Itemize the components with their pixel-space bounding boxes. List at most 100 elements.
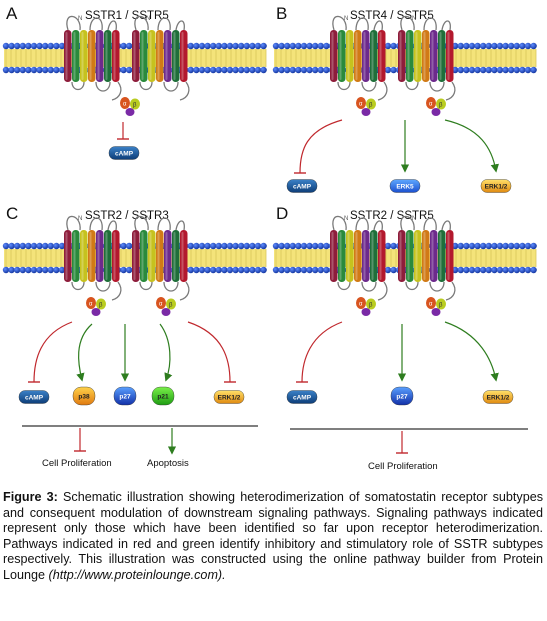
- transmembrane-helix: [378, 30, 386, 82]
- transmembrane-helix: [438, 230, 446, 282]
- transmembrane-helix: [370, 30, 378, 82]
- transmembrane-helix: [164, 30, 172, 82]
- transmembrane-helix: [80, 230, 88, 282]
- panel-letter: C: [6, 204, 18, 223]
- g-gamma-subunit: [361, 108, 371, 116]
- g-alpha-subunit: [426, 97, 436, 109]
- stimulate-p38: [76, 323, 93, 382]
- intracellular-loop: [337, 81, 351, 91]
- transmembrane-helix: [430, 230, 438, 282]
- molecule-shape: [482, 390, 514, 404]
- g-gamma-subunit: [431, 108, 441, 116]
- target-erk12: ERK1/2: [213, 390, 245, 404]
- molecule-shape: [389, 179, 421, 193]
- intracellular-loop: [163, 281, 179, 292]
- c-terminal-tail: [445, 281, 456, 301]
- c-terminal-tail: [377, 281, 388, 301]
- g-alpha-subunit: [356, 97, 366, 109]
- inhibit-erk12: [187, 321, 236, 383]
- c-terminal-tail: [445, 81, 456, 101]
- intracellular-loop: [95, 81, 111, 92]
- stimulate-p21: [159, 323, 173, 382]
- svg-text:β: β: [439, 103, 443, 109]
- transmembrane-helix: [148, 230, 156, 282]
- inhibit-camp: [294, 119, 343, 174]
- g-gamma-subunit: [431, 308, 441, 316]
- receptor-left: N: [64, 215, 122, 301]
- extracellular-loop: [400, 15, 415, 31]
- transmembrane-helix: [148, 30, 156, 82]
- caption-label: Figure 3:: [3, 490, 58, 504]
- target-erk12: ERK1/2: [482, 390, 514, 404]
- inhibit-proliferation: [396, 431, 408, 454]
- extracellular-loop: [134, 215, 149, 231]
- panel-title: SSTR4 / SSTR5: [350, 10, 434, 22]
- c-terminal-tail: [377, 81, 388, 101]
- intracellular-loop: [405, 81, 419, 91]
- receptor-left: N: [330, 15, 388, 101]
- transmembrane-helix: [112, 30, 120, 82]
- molecule-shape: [108, 146, 140, 160]
- svg-text:β: β: [99, 303, 103, 309]
- svg-text:α: α: [359, 302, 363, 308]
- n-terminus-label: N: [412, 16, 416, 22]
- transmembrane-helix: [346, 230, 354, 282]
- transmembrane-helix: [406, 230, 414, 282]
- g-beta-subunit: [166, 298, 176, 310]
- transmembrane-helix: [446, 30, 454, 82]
- transmembrane-helix: [430, 30, 438, 82]
- transmembrane-helix: [180, 30, 188, 82]
- receptor-left: N: [64, 15, 122, 101]
- svg-text:α: α: [429, 302, 433, 308]
- transmembrane-helix: [398, 230, 406, 282]
- molecule-label: p38: [78, 394, 90, 401]
- intracellular-loop: [429, 281, 445, 292]
- c-terminal-tail: [111, 281, 122, 301]
- svg-text:α: α: [359, 102, 363, 108]
- transmembrane-helix: [338, 30, 346, 82]
- receptor-right: N: [132, 15, 190, 101]
- molecule-label: ERK1/2: [485, 184, 508, 191]
- molecule-label: ERK5: [396, 184, 414, 191]
- extracellular-loop: [355, 17, 369, 31]
- inhibit-camp: [117, 122, 129, 140]
- target-p21: p21: [151, 386, 175, 406]
- transmembrane-helix: [414, 230, 422, 282]
- extracellular-loop: [89, 217, 103, 231]
- transmembrane-helix: [180, 230, 188, 282]
- extracellular-loop: [373, 220, 383, 231]
- molecule-label: cAMP: [25, 395, 44, 402]
- inhibition-line: [187, 321, 231, 383]
- target-p38: p38: [72, 386, 96, 406]
- panel-letter: D: [276, 204, 288, 223]
- molecule-shape: [390, 386, 414, 406]
- molecule-label: ERK1/2: [487, 395, 510, 402]
- transmembrane-helix: [422, 230, 430, 282]
- transmembrane-helix: [330, 230, 338, 282]
- panel-title: SSTR2 / SSTR5: [350, 210, 434, 222]
- intracellular-loop: [139, 281, 153, 291]
- transmembrane-helix: [446, 230, 454, 282]
- g-beta-subunit: [130, 98, 140, 110]
- inhibit-camp: [296, 321, 343, 383]
- intracellular-loop: [71, 81, 85, 91]
- transmembrane-helix: [398, 30, 406, 82]
- intracellular-loop: [163, 81, 179, 92]
- transmembrane-helix: [378, 230, 386, 282]
- extracellular-loop: [134, 15, 149, 31]
- outcome-apoptosis: Apoptosis: [147, 458, 189, 469]
- svg-text:β: β: [439, 303, 443, 309]
- transmembrane-helix: [112, 230, 120, 282]
- transmembrane-helix: [346, 30, 354, 82]
- extracellular-loop: [107, 20, 117, 31]
- molecule-label: p21: [157, 394, 169, 401]
- intracellular-loop: [405, 281, 419, 291]
- extracellular-loop: [400, 215, 415, 231]
- g-beta-subunit: [366, 98, 376, 110]
- transmembrane-helix: [88, 30, 96, 82]
- extracellular-loop: [157, 217, 171, 231]
